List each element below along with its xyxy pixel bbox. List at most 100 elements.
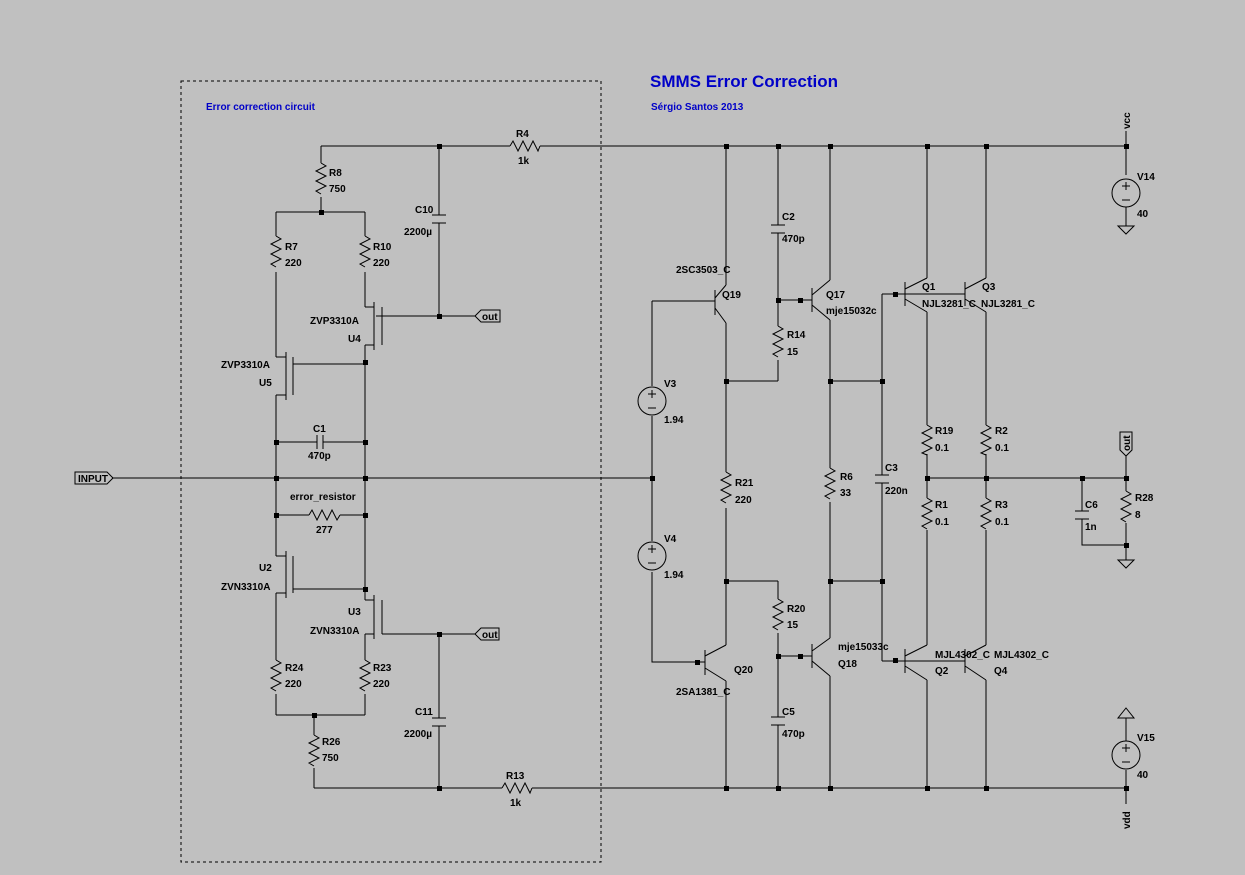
resistor-R7[interactable]: R7 220 (269, 235, 302, 269)
svg-text:ZVN3310A: ZVN3310A (221, 582, 270, 593)
svg-text:Q19: Q19 (722, 290, 741, 301)
svg-text:750: 750 (329, 184, 346, 195)
transistor-Q1[interactable]: Q1 NJL3281_C (904, 277, 976, 313)
capacitor-C11[interactable]: C11 2200µ (404, 707, 446, 740)
svg-text:40: 40 (1137, 209, 1149, 220)
svg-text:220n: 220n (885, 486, 908, 497)
svg-text:V15: V15 (1137, 733, 1155, 744)
voltage-source-V4[interactable]: V4 1.94 (637, 534, 684, 581)
svg-text:220: 220 (285, 258, 302, 269)
svg-text:C1: C1 (313, 424, 326, 435)
svg-text:220: 220 (285, 679, 302, 690)
svg-text:Q4: Q4 (994, 666, 1008, 677)
svg-text:Q1: Q1 (922, 282, 936, 293)
svg-text:R14: R14 (787, 330, 806, 341)
voltage-source-V14[interactable]: V14 40 (1111, 172, 1155, 235)
transistor-Q19[interactable]: 2SC3503_C Q19 (676, 265, 741, 324)
resistor-R20[interactable]: R20 15 (771, 598, 806, 631)
mosfet-U5[interactable]: ZVP3310A U5 (221, 352, 294, 400)
resistor-R23[interactable]: R23 220 (358, 659, 392, 692)
resistor-R4[interactable]: R4 1k (509, 129, 541, 167)
resistor-R1[interactable]: R1 0.1 (920, 497, 949, 530)
svg-text:R28: R28 (1135, 493, 1154, 504)
resistor-R10[interactable]: R10 220 (358, 235, 392, 269)
svg-text:220: 220 (373, 258, 390, 269)
svg-text:C6: C6 (1085, 500, 1098, 511)
svg-text:0.1: 0.1 (995, 443, 1009, 454)
svg-text:R10: R10 (373, 242, 392, 253)
wires (112, 131, 1127, 804)
svg-text:R20: R20 (787, 604, 806, 615)
resistor-R24[interactable]: R24 220 (269, 659, 304, 692)
transistor-Q20[interactable]: Q20 2SA1381_C (676, 644, 753, 698)
resistor-R6[interactable]: R6 33 (823, 467, 853, 500)
resistor-R14[interactable]: R14 15 (771, 325, 806, 358)
capacitor-C3[interactable]: C3 220n (875, 463, 908, 497)
svg-text:750: 750 (322, 753, 339, 764)
svg-text:ZVN3310A: ZVN3310A (310, 626, 359, 637)
resistor-error[interactable]: error_resistor 277 (290, 492, 356, 536)
out-port-top[interactable]: out (474, 309, 501, 323)
svg-text:Q18: Q18 (838, 659, 857, 670)
svg-text:1.94: 1.94 (664, 570, 684, 581)
transistor-Q4[interactable]: MJL4302_C Q4 (964, 644, 1049, 681)
resistor-R21[interactable]: R21 220 (719, 471, 754, 506)
svg-text:15: 15 (787, 620, 799, 631)
ground-symbol-output (1116, 559, 1136, 569)
svg-text:8: 8 (1135, 510, 1141, 521)
svg-text:R8: R8 (329, 168, 342, 179)
resistor-R8[interactable]: R8 750 (314, 162, 346, 195)
resistor-R28[interactable]: R28 8 (1119, 490, 1154, 523)
svg-text:INPUT: INPUT (78, 474, 108, 485)
resistor-R2[interactable]: R2 0.1 (979, 424, 1009, 456)
resistor-R3[interactable]: R3 0.1 (979, 497, 1009, 530)
svg-text:error_resistor: error_resistor (290, 492, 356, 503)
svg-text:Q3: Q3 (982, 282, 996, 293)
transistor-Q18[interactable]: mje15033c Q18 (811, 637, 889, 677)
svg-text:470p: 470p (308, 451, 331, 462)
out-port-bottom[interactable]: out (474, 627, 500, 641)
svg-text:U2: U2 (259, 563, 272, 574)
svg-text:ZVP3310A: ZVP3310A (221, 360, 270, 371)
svg-text:R19: R19 (935, 426, 954, 437)
svg-text:R7: R7 (285, 242, 298, 253)
section-label: Error correction circuit (206, 102, 316, 113)
resistor-R19[interactable]: R19 0.1 (920, 424, 954, 456)
svg-text:R6: R6 (840, 472, 853, 483)
transistor-Q3[interactable]: Q3 NJL3281_C (964, 277, 1035, 313)
mosfet-U2[interactable]: U2 ZVN3310A (221, 551, 294, 598)
svg-text:0.1: 0.1 (995, 517, 1009, 528)
svg-text:out: out (482, 312, 498, 323)
voltage-source-V3[interactable]: V3 1.94 (637, 379, 684, 426)
transistor-Q17[interactable]: Q17 mje15032c (811, 279, 877, 321)
svg-text:R4: R4 (516, 129, 529, 140)
svg-text:U5: U5 (259, 378, 272, 389)
mosfet-U4[interactable]: ZVP3310A U4 (310, 302, 383, 350)
transistor-Q2[interactable]: MJL4302_C Q2 (904, 644, 990, 681)
capacitor-C10[interactable]: C10 2200µ (404, 205, 446, 238)
svg-text:NJL3281_C: NJL3281_C (981, 299, 1035, 310)
svg-text:2200µ: 2200µ (404, 729, 432, 740)
svg-text:Q20: Q20 (734, 665, 753, 676)
out-port-right[interactable]: out (1119, 431, 1133, 457)
schematic-title: SMMS Error Correction (650, 72, 838, 91)
author-note: Sérgio Santos 2013 (651, 102, 744, 113)
input-port[interactable]: INPUT (74, 471, 114, 485)
capacitor-C1[interactable]: C1 470p (308, 424, 331, 462)
capacitor-C2[interactable]: C2 470p (771, 212, 805, 245)
resistor-R13[interactable]: R13 1k (501, 771, 533, 809)
svg-text:R23: R23 (373, 663, 392, 674)
capacitor-C5[interactable]: C5 470p (771, 707, 805, 740)
svg-text:vdd: vdd (1122, 811, 1133, 829)
svg-text:C3: C3 (885, 463, 898, 474)
capacitor-C6[interactable]: C6 1n (1075, 500, 1098, 533)
svg-text:R3: R3 (995, 500, 1008, 511)
vdd-label: vdd (1122, 811, 1133, 829)
svg-text:out: out (1122, 435, 1133, 451)
resistor-R26[interactable]: R26 750 (307, 734, 341, 767)
svg-text:R2: R2 (995, 426, 1008, 437)
svg-text:C10: C10 (415, 205, 434, 216)
voltage-source-V15[interactable]: V15 40 (1111, 707, 1155, 781)
mosfet-U3[interactable]: U3 ZVN3310A (310, 595, 383, 639)
svg-text:out: out (482, 630, 498, 641)
